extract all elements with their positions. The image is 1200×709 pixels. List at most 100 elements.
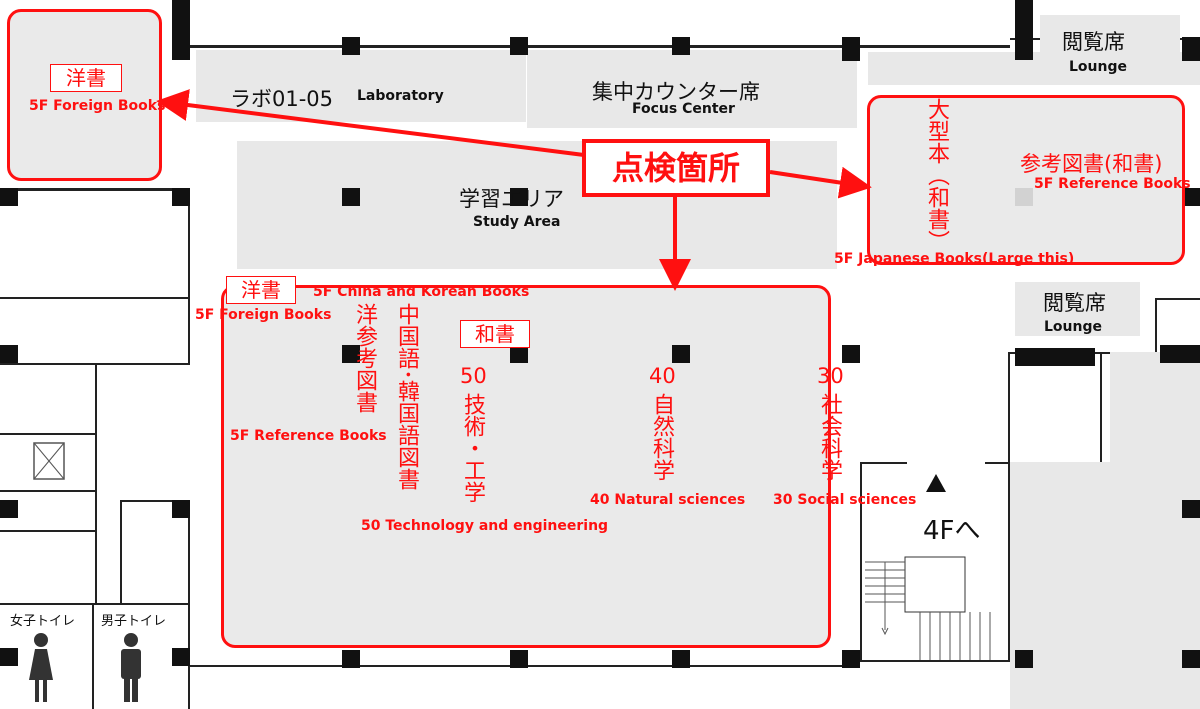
right-wall-vert — [1008, 352, 1010, 462]
elevator-icon — [33, 442, 65, 480]
man-icon — [121, 633, 141, 702]
stairs-top-wall — [862, 462, 907, 464]
pillar — [172, 188, 190, 206]
lounge-mid-label-en: Lounge — [1044, 319, 1102, 335]
women-toilet-label: 女子トイレ — [10, 614, 76, 629]
natural-sciences-number: 40 — [649, 364, 676, 388]
arrow-to-top-left — [156, 89, 585, 157]
triangle-up-icon — [926, 474, 946, 492]
right-wall-lower — [1100, 352, 1102, 462]
technology-label-en: 50 Technology and engineering — [361, 518, 609, 534]
social-sciences-vertical-label: 社会科学 — [817, 393, 842, 481]
pillar — [510, 37, 528, 55]
pillar — [0, 345, 18, 363]
pillar — [1182, 188, 1200, 206]
japanese-large-books-box — [867, 95, 1185, 265]
lab-label-jp: ラボ01-05 — [230, 87, 334, 111]
woman-icon — [29, 633, 53, 702]
focus-label-en: Focus Center — [632, 101, 735, 117]
focus-center-room — [527, 50, 857, 128]
japanese-reference-label-jp: 参考図書(和書) — [1020, 152, 1163, 176]
natural-sciences-vertical-label: 自然科学 — [649, 393, 674, 481]
left-inner-wall — [95, 363, 97, 603]
china-korean-vertical-label: 中国語･韓国語図書 — [394, 303, 419, 491]
right-wall-step-h — [1155, 298, 1200, 300]
left-room-vert — [120, 500, 122, 603]
pillar — [510, 188, 528, 206]
left-room-line-1 — [0, 433, 95, 435]
social-sciences-label-en: 30 Social sciences — [773, 492, 917, 508]
japanese-books-tag: 和書 — [460, 320, 530, 348]
pillar — [842, 345, 860, 363]
left-room-line-4 — [120, 500, 190, 502]
pillar — [1015, 348, 1095, 366]
technology-vertical-label: 技術・工学 — [460, 393, 485, 503]
foreign-reference-label-en: 5F Reference Books — [230, 428, 387, 444]
toilet-divider — [92, 603, 94, 709]
pillar — [172, 500, 190, 518]
stairs-label: 4Fへ — [923, 510, 981, 547]
focus-label-jp: 集中カウンター席 — [592, 80, 760, 104]
pillar — [842, 650, 860, 668]
pillar — [1182, 650, 1200, 668]
pillar — [1015, 0, 1033, 60]
inspection-point-callout: 点検箇所 — [582, 139, 770, 197]
pillar — [842, 37, 860, 61]
large-books-vertical-label: 大型本（和書） — [924, 98, 949, 252]
pillar — [0, 500, 18, 518]
foreign-books-tag-main: 洋書 — [226, 276, 296, 304]
lounge-mid-label-jp: 閲覧席 — [1043, 291, 1106, 315]
laboratory-room — [196, 50, 526, 122]
foreign-reference-vertical-label: 洋参考図書 — [352, 303, 377, 413]
pillar — [172, 648, 190, 666]
pillar — [342, 345, 360, 363]
pillar — [510, 345, 528, 363]
pillar — [0, 648, 18, 666]
pillar — [342, 650, 360, 668]
pillar — [672, 37, 690, 55]
stairs-top-wall-2 — [985, 462, 1015, 464]
lounge-band — [868, 52, 1200, 85]
arrow-to-top-right — [769, 166, 872, 199]
natural-sciences-label-en: 40 Natural sciences — [590, 492, 746, 508]
foreign-books-label-en: 5F Foreign Books — [29, 98, 166, 114]
left-corridor-line — [0, 363, 190, 365]
stairs-right-wall — [1008, 462, 1010, 662]
pillar — [1182, 37, 1200, 61]
right-lower-area — [1110, 352, 1200, 709]
pillar — [1160, 345, 1200, 363]
stairs-drawing — [865, 474, 991, 660]
stairs-left-wall — [860, 462, 862, 662]
lab-label-en: Laboratory — [357, 88, 444, 104]
study-label-jp: 学習エリア — [459, 187, 564, 211]
right-wall-step — [1155, 298, 1157, 352]
study-label-en: Study Area — [473, 214, 561, 230]
pillar — [510, 650, 528, 668]
left-wall-mid — [0, 297, 190, 299]
pillar — [172, 0, 190, 60]
lounge-top-label-en: Lounge — [1069, 59, 1127, 75]
foreign-books-tag: 洋書 — [50, 64, 122, 92]
japanese-reference-label-en: 5F Reference Books — [1034, 176, 1191, 192]
social-sciences-number: 30 — [817, 364, 844, 388]
toilet-top-wall — [0, 603, 190, 605]
left-room-line-3 — [0, 530, 95, 532]
men-toilet-label: 男子トイレ — [101, 614, 167, 629]
pillar — [342, 37, 360, 55]
lounge-mid-room — [1015, 282, 1140, 336]
pillar — [0, 188, 18, 206]
left-wall-upper — [0, 188, 190, 191]
pillar — [1182, 500, 1200, 518]
pillar — [672, 650, 690, 668]
toilet-right-wall — [188, 500, 190, 709]
pillar — [1015, 650, 1033, 668]
technology-number: 50 — [460, 364, 487, 388]
pillar — [672, 345, 690, 363]
foreign-books-box-top-left — [7, 9, 162, 181]
left-wall-vertical — [188, 188, 190, 363]
outer-wall-top — [190, 45, 1010, 48]
left-room-line-2 — [0, 490, 95, 492]
stairs-bottom-wall — [860, 660, 1010, 662]
china-korean-books-label-en: 5F China and Korean Books — [313, 284, 530, 300]
